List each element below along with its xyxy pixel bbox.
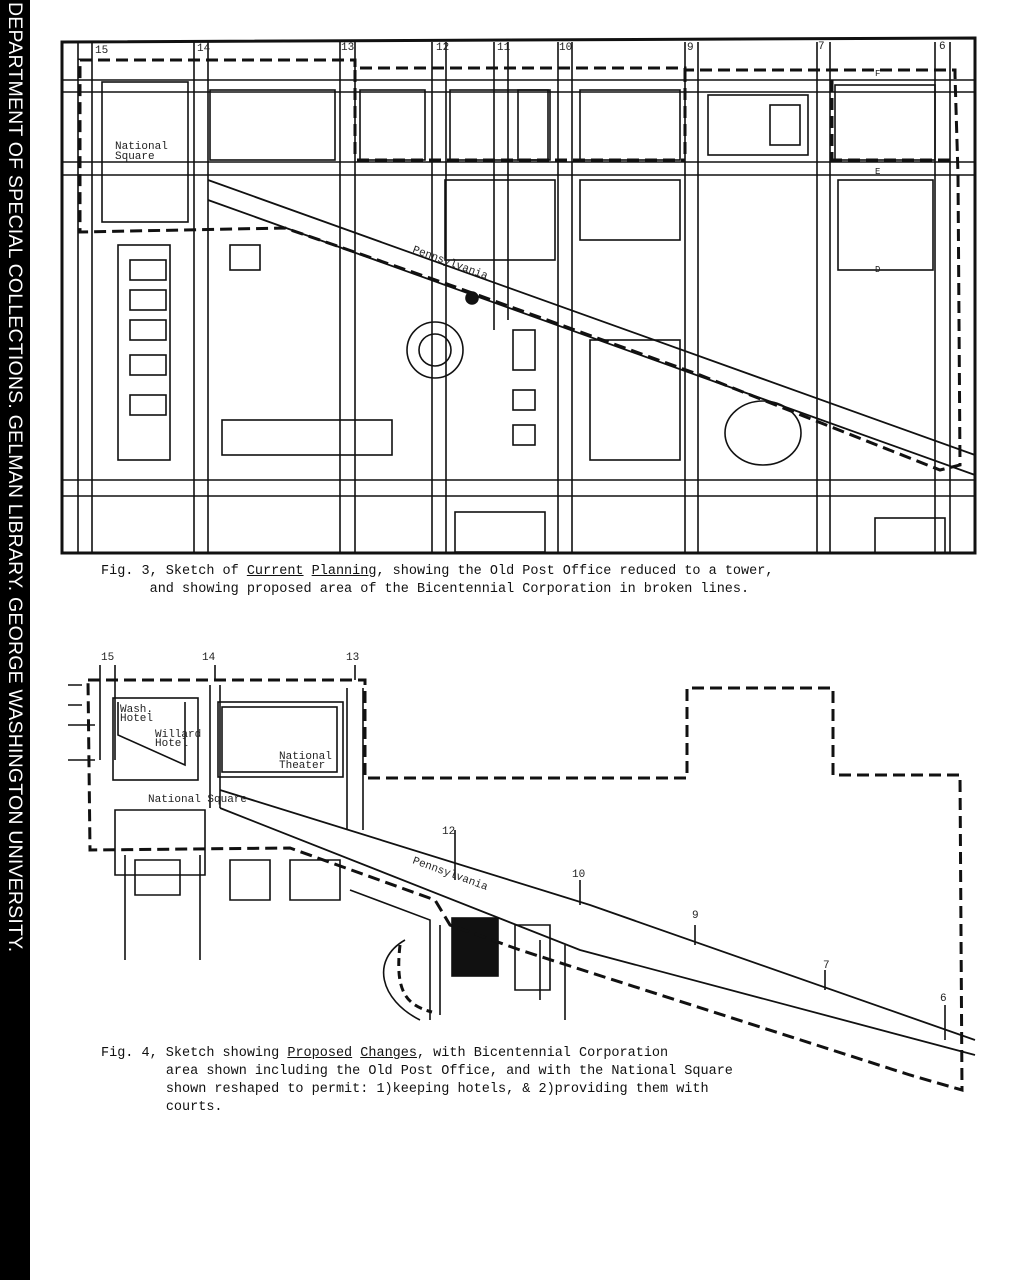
fig3-street-label: 7	[818, 41, 825, 53]
national-theater-label: National	[279, 751, 332, 763]
willard-hotel-label: Hotel	[155, 738, 188, 750]
fig4-street-label: 15	[101, 652, 114, 664]
fig4-street-label: 14	[202, 652, 216, 664]
fig3-street-label: 14	[197, 43, 211, 55]
fig3-street-label: 12	[436, 42, 449, 54]
national-theater-label: Theater	[279, 760, 325, 772]
fig4-caption: Fig. 4, Sketch showing Proposed Changes,…	[101, 1046, 733, 1115]
fig4-street-label: 7	[823, 960, 830, 972]
fig3-bicentennial-boundary	[78, 58, 962, 472]
fig4-bicentennial-boundary	[86, 678, 964, 1092]
willard-hotel-label: Willard	[155, 729, 201, 741]
fig3-street-label: 13	[341, 42, 354, 54]
fig3-street-letter: F	[875, 69, 880, 79]
fig3-caption: Fig. 3, Sketch of Current Planning, show…	[101, 564, 774, 597]
fig4-street-label: 6	[940, 993, 947, 1005]
fig3-street-label: 10	[559, 42, 572, 54]
fig4-street-label: 13	[346, 652, 359, 664]
wash-hotel-label: Hotel	[120, 713, 153, 725]
fig4-street-label: 12	[442, 826, 455, 838]
wash-hotel-label: Wash.	[120, 704, 153, 716]
fig3-street-label: 11	[497, 42, 511, 54]
fig4-street-lines	[68, 665, 976, 1056]
national-square-label: Square	[115, 151, 155, 163]
fig3-frame	[60, 36, 977, 555]
archive-side-banner: DEPARTMENT OF SPECIAL COLLECTIONS. GELMA…	[0, 0, 30, 1280]
fig4-street-label: 9	[692, 910, 699, 922]
national-square-label: National	[115, 141, 168, 153]
fig3-street-label: 6	[939, 41, 946, 53]
national-square-label: National Square	[148, 794, 247, 806]
fig3-street-label: 15	[95, 45, 108, 57]
fig3-street-letter: E	[875, 167, 880, 177]
fig4-street-label: 10	[572, 869, 585, 881]
fig3-street-label: 9	[687, 42, 694, 54]
fig3-street-letter: D	[875, 265, 880, 275]
